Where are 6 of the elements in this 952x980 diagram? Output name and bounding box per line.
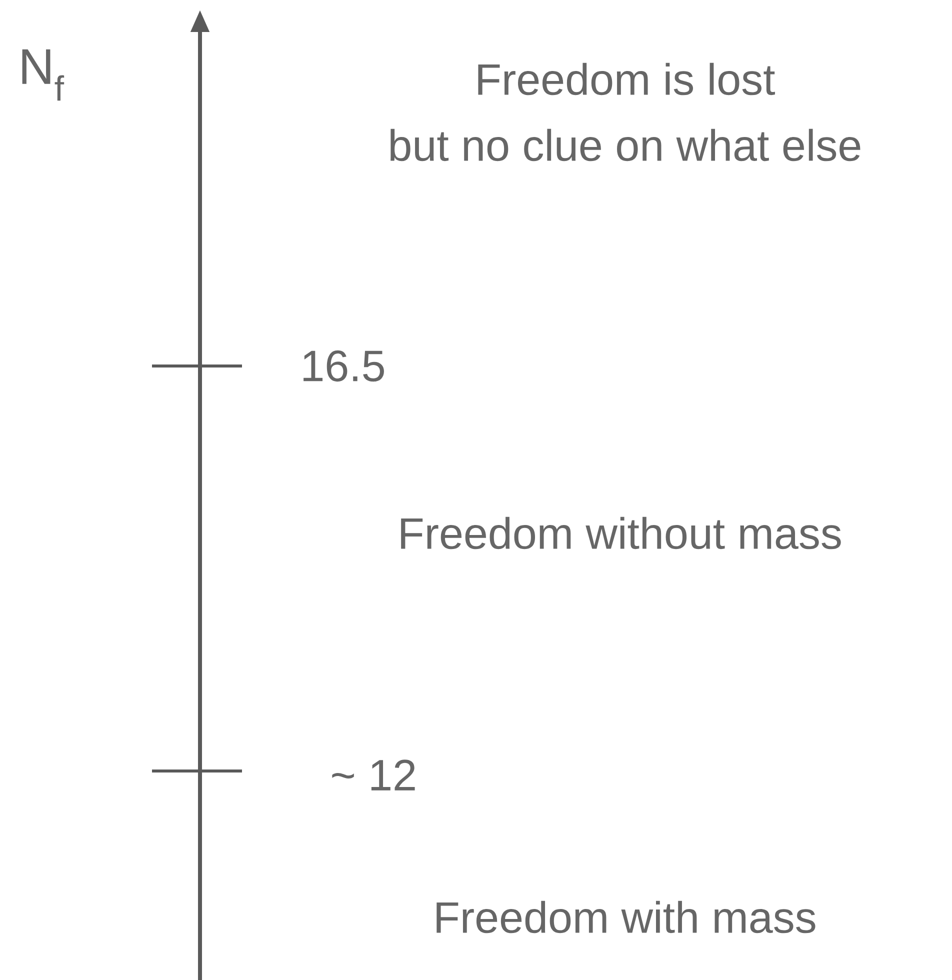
- region-label: Freedom is lost but no clue on what else: [390, 62, 860, 162]
- region-label: Freedom without mass: [401, 516, 841, 550]
- tick-label: 16.5: [304, 350, 384, 382]
- region-label: Freedom with mass: [436, 900, 816, 934]
- axis-label: N$_{f}$: [22, 49, 64, 101]
- tick-label: ~ 12: [332, 760, 415, 790]
